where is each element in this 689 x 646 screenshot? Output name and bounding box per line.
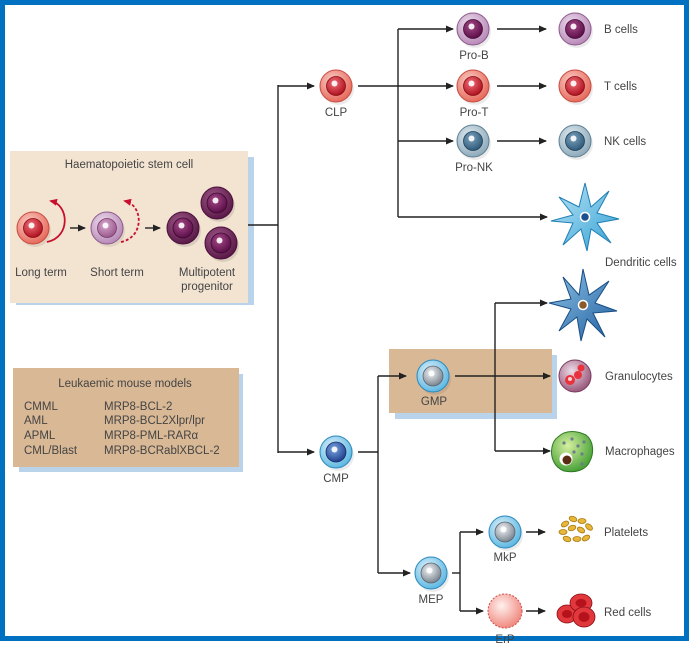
disease-label: CML/Blast (24, 445, 78, 457)
macrophages-label: Macrophages (605, 446, 675, 458)
hsc-panel-title: Haematopoietic stem cell (65, 159, 193, 171)
cmp-cell-icon (319, 435, 355, 472)
lineage-edges (248, 25, 551, 615)
b-cell-icon (558, 12, 594, 49)
cmp-label: CMP (323, 473, 349, 485)
pro-nk-cell-icon (456, 124, 492, 161)
model-label: MRP8-BCL2Xlpr/lpr (104, 415, 205, 427)
dendritic-cell-icon (550, 182, 620, 252)
platelets-icon (558, 515, 593, 543)
disease-label: APML (24, 430, 56, 442)
model-label: MRP8-BCRablXBCL-2 (104, 445, 220, 457)
granulocyte-cell-icon (558, 359, 592, 393)
dendritic-cells-label: Dendritic cells (605, 257, 677, 269)
model-label: MRP8-BCL-2 (104, 401, 172, 413)
models-panel-title: Leukaemic mouse models (58, 378, 192, 390)
haematopoiesis-diagram: Haematopoietic stem cell Long term Short… (10, 12, 677, 646)
clp-label: CLP (325, 107, 348, 119)
erp-cell-icon (487, 593, 523, 629)
b-cells-label: B cells (604, 24, 638, 36)
mkp-label: MkP (494, 552, 517, 564)
t-cells-label: T cells (604, 81, 637, 93)
pro-t-cell-icon (456, 69, 492, 106)
multipotent-label: Multipotent (179, 267, 236, 279)
long-term-label: Long term (15, 267, 67, 279)
models-panel-bg (13, 368, 239, 467)
platelets-label: Platelets (604, 527, 648, 539)
hsc-panel: Haematopoietic stem cell Long term Short… (10, 151, 254, 305)
self-renewal-arrow-icon (46, 198, 66, 243)
red-cells-icon (556, 593, 596, 628)
models-panel: Leukaemic mouse models CMML MRP8-BCL-2 A… (13, 368, 243, 472)
clp-cell-icon (319, 69, 355, 106)
erp-label: ErP (495, 634, 515, 646)
mep-cell-icon (414, 556, 450, 593)
granulocytes-label: Granulocytes (605, 371, 673, 383)
pro-t-label: Pro-T (460, 107, 489, 119)
mep-label: MEP (419, 594, 444, 606)
short-term-label: Short term (90, 267, 144, 279)
model-row: CMML MRP8-BCL-2 (24, 401, 172, 413)
macrophage-cell-icon (551, 431, 594, 473)
pro-nk-label: Pro-NK (455, 162, 493, 174)
nk-cell-icon (558, 124, 594, 161)
disease-label: CMML (24, 401, 58, 413)
mkp-cell-icon (488, 515, 524, 552)
myeloid-dendritic-cell-icon (548, 268, 618, 342)
limited-self-renewal-arrow-icon (120, 198, 140, 243)
model-row: AML MRP8-BCL2Xlpr/lpr (24, 415, 205, 427)
pro-b-cell-icon (456, 12, 492, 49)
t-cell-icon (558, 69, 594, 106)
gmp-panel-bg (389, 349, 552, 413)
gmp-label: GMP (421, 396, 448, 408)
nk-cells-label: NK cells (604, 136, 646, 148)
model-label: MRP8-PML-RARα (104, 430, 199, 442)
model-row: CML/Blast MRP8-BCRablXBCL-2 (24, 445, 220, 457)
pro-b-label: Pro-B (459, 50, 489, 62)
model-row: APML MRP8-PML-RARα (24, 430, 199, 442)
red-cells-label: Red cells (604, 607, 652, 619)
progenitor-label: progenitor (181, 281, 233, 293)
disease-label: AML (24, 415, 48, 427)
